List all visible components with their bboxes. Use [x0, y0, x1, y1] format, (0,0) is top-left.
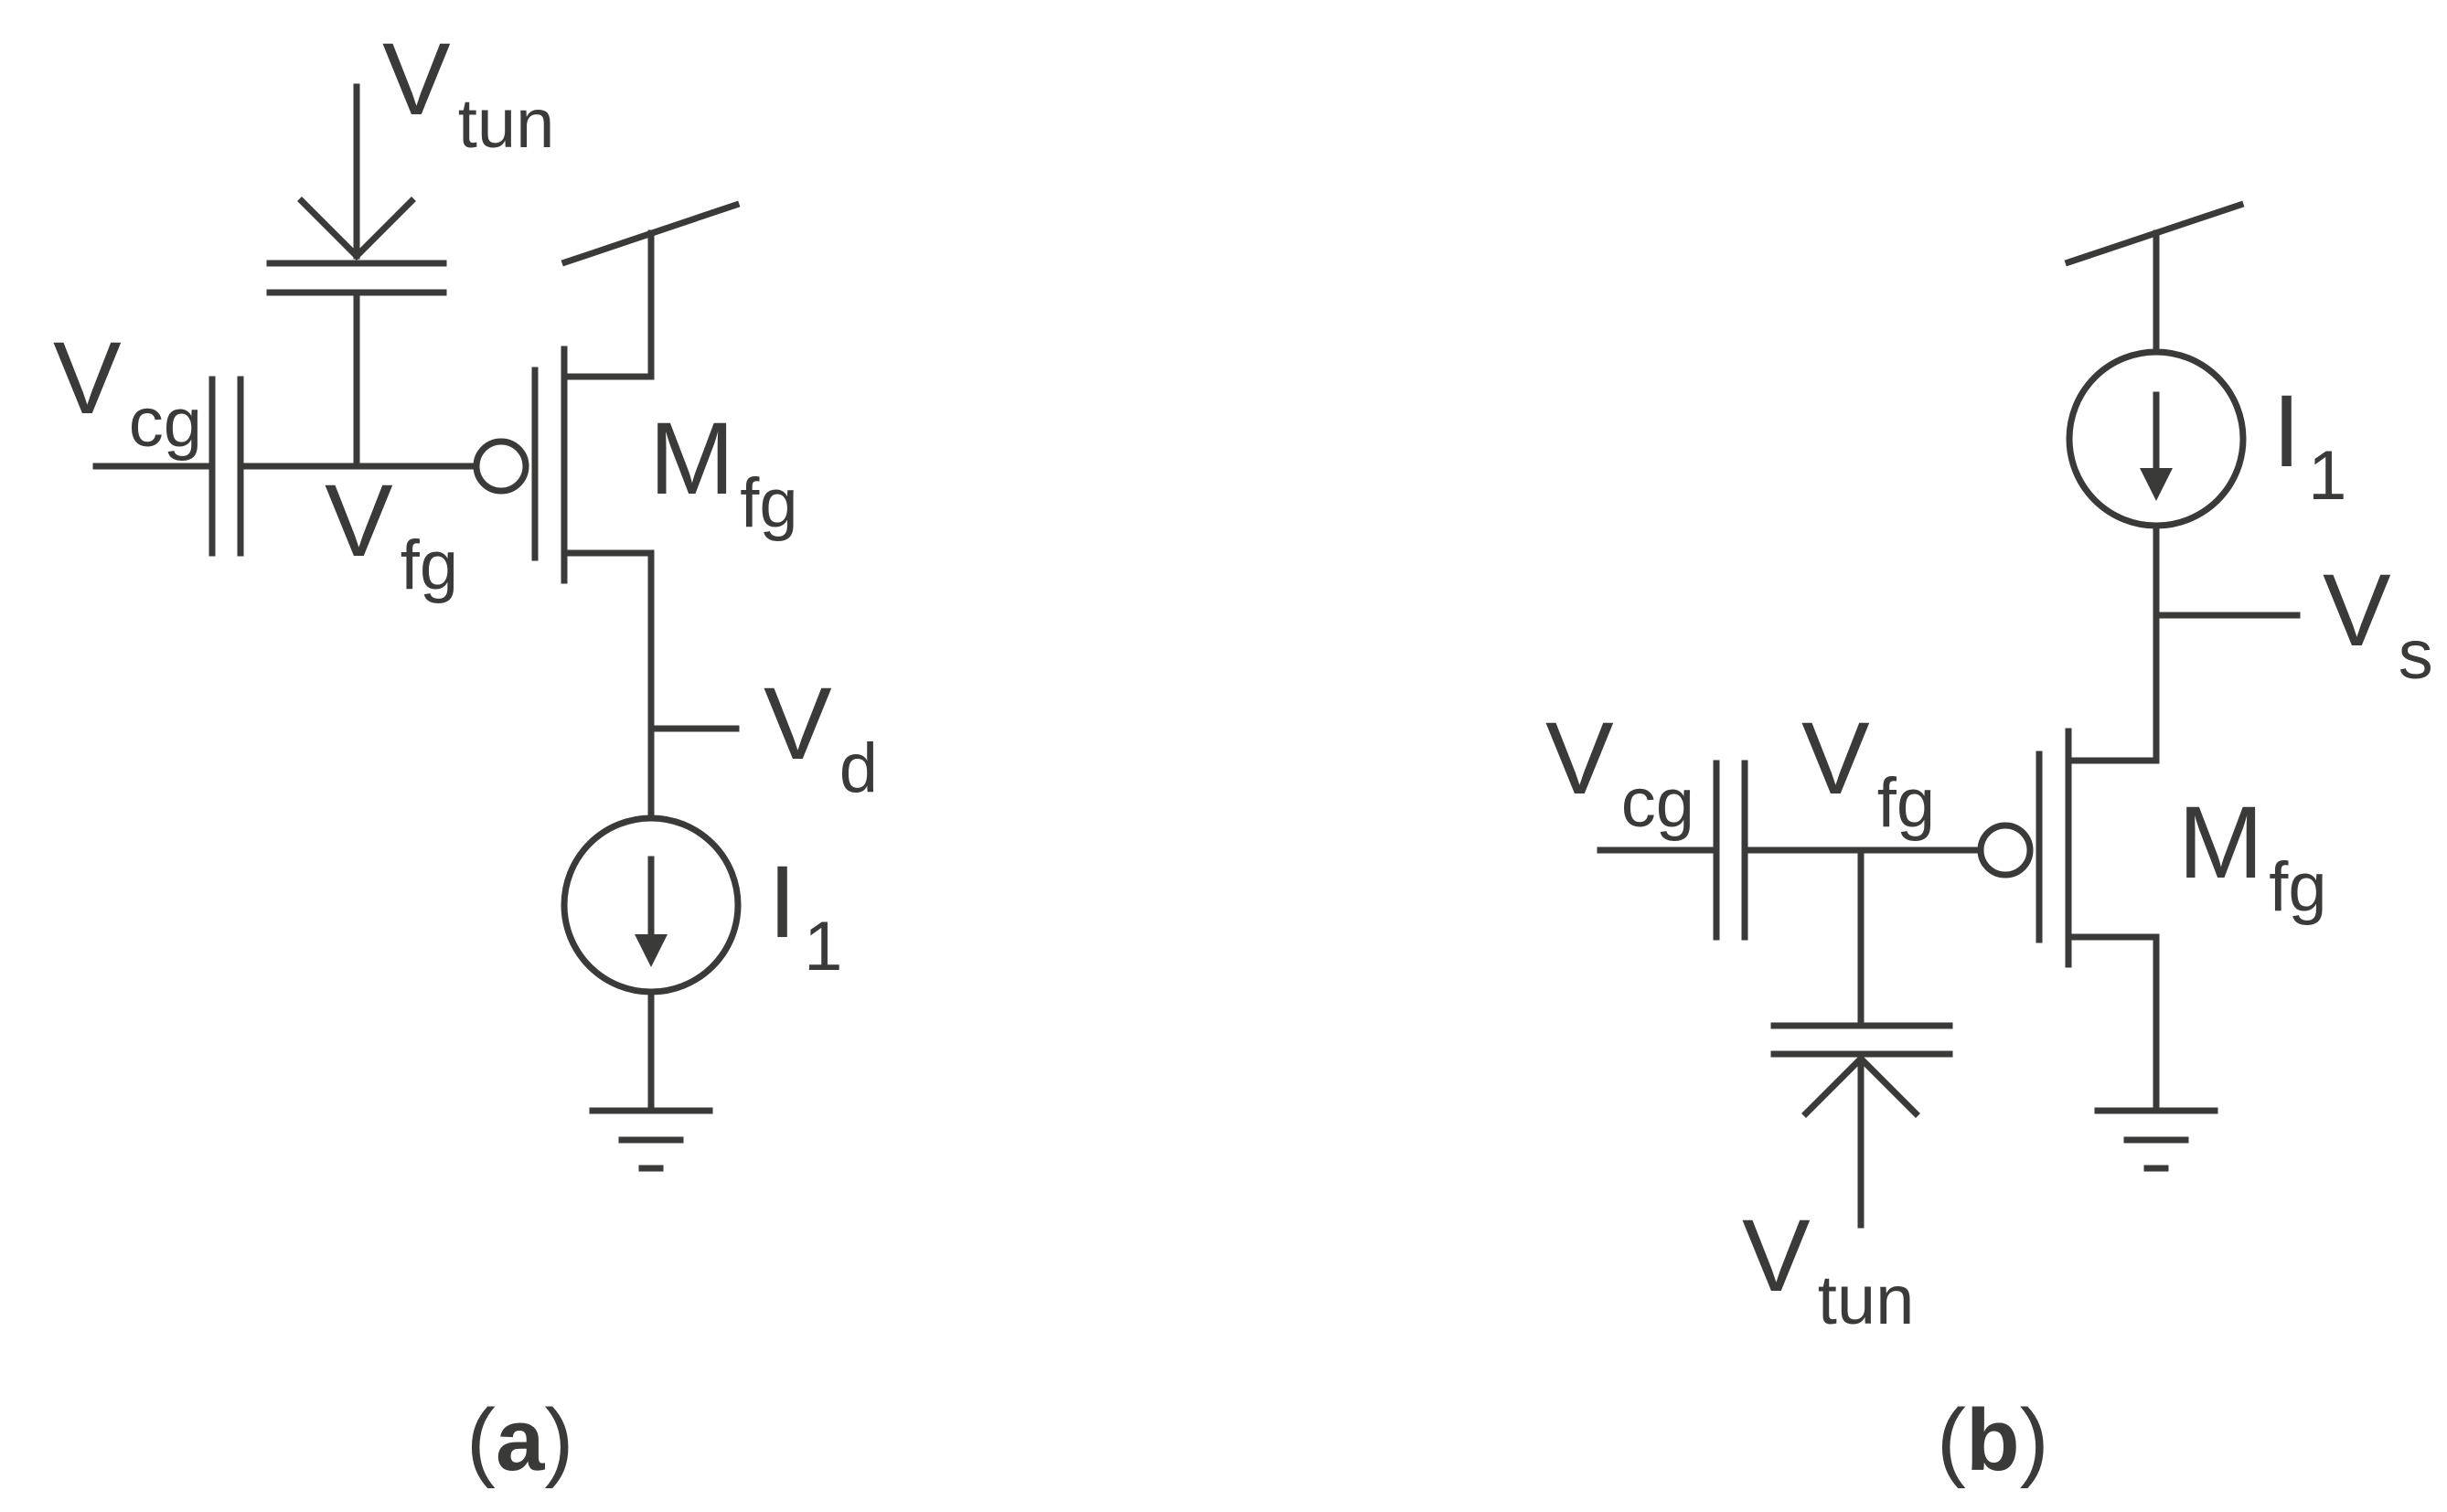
a-pmos-gate-bubble-icon — [473, 438, 529, 495]
a-current-arrow-head-icon — [635, 934, 668, 967]
b-label-mfg: Mfg — [2178, 785, 2327, 926]
b-current-arrow-head-icon — [2140, 468, 2173, 501]
a-source-wire — [561, 229, 655, 380]
a-caption: (a) — [466, 1391, 573, 1489]
a-label-mfg: Mfg — [649, 401, 798, 542]
a-tunnel-arrow-icon — [297, 197, 416, 261]
a-vdd-rail — [561, 200, 741, 267]
b-pmos-gate-bubble-icon — [1977, 822, 2034, 878]
a-drain-wire — [561, 549, 655, 822]
b-caption: (b) — [1937, 1391, 2049, 1489]
b-drain-wire — [2065, 933, 2160, 1113]
